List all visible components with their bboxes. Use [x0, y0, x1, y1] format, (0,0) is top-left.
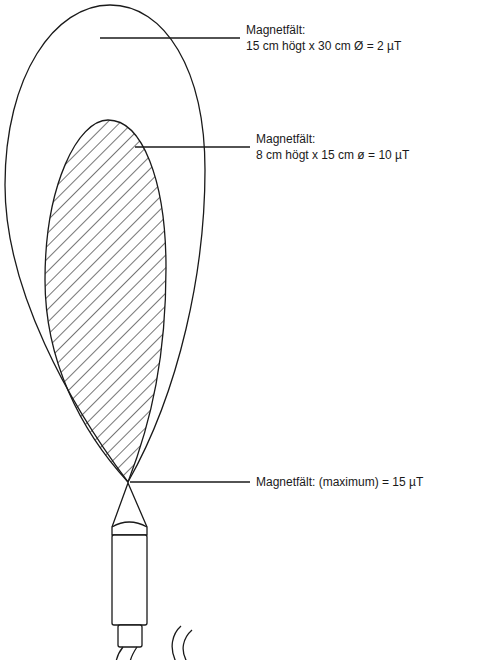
outer-field	[5, 5, 205, 482]
label-line: 8 cm högt x 15 cm ø = 10 µT	[256, 148, 409, 162]
label-line: Magnetfält:	[256, 131, 409, 147]
label-line: Magnetfält:	[246, 22, 401, 38]
inner-field	[45, 120, 166, 482]
label-line: 15 cm högt x 30 cm Ø = 2 µT	[246, 39, 401, 53]
field-label: Magnetfält: 8 cm högt x 15 cm ø = 10 µT	[256, 131, 409, 163]
field-label: Magnetfält: (maximum) = 15 µT	[256, 474, 423, 490]
leader-lines	[100, 38, 250, 482]
probe	[112, 483, 192, 660]
field-label: Magnetfält: 15 cm högt x 30 cm Ø = 2 µT	[246, 22, 401, 54]
